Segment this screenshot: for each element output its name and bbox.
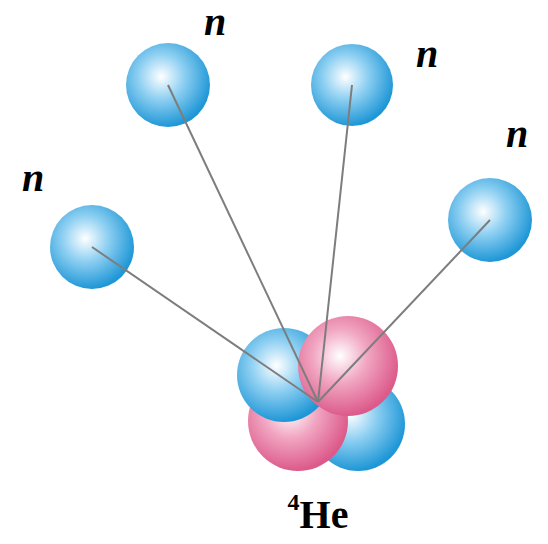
bond-line (318, 220, 490, 402)
neutron-label: n (416, 34, 438, 74)
neutron: n (311, 44, 393, 126)
neutron: n (448, 178, 532, 262)
neutron-label: n (22, 158, 44, 198)
nucleus-label: 4He (288, 490, 349, 535)
neutron-label: n (506, 114, 528, 154)
helium-nucleus: 4He (236, 316, 406, 472)
neutron-label: n (204, 2, 226, 42)
nucleus-proton (298, 316, 398, 416)
bond-line (168, 85, 318, 402)
bond-line (318, 85, 352, 402)
bond-line (92, 247, 318, 402)
neutron: n (126, 43, 210, 127)
neutron: n (50, 205, 134, 289)
